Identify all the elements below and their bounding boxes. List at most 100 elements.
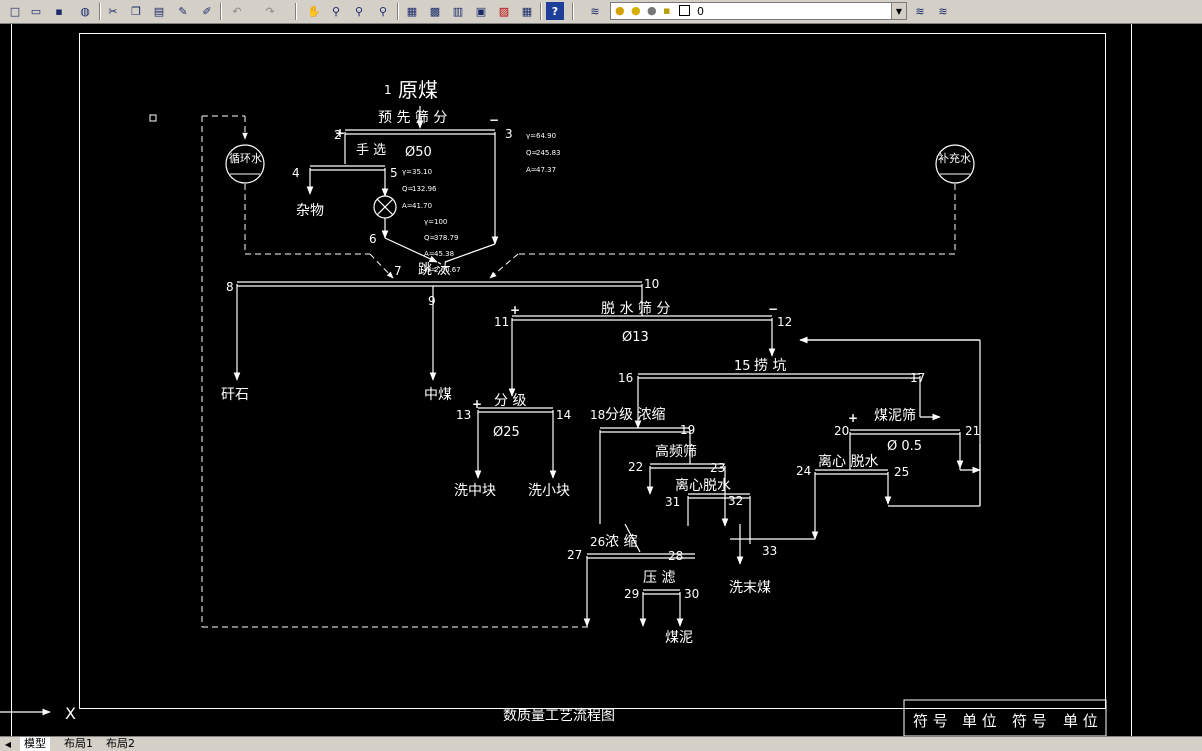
- svg-text:26: 26: [590, 535, 605, 549]
- tab-scroll-icon[interactable]: ◀: [4, 739, 12, 749]
- color-swatch: [679, 5, 690, 16]
- svg-text:11: 11: [494, 315, 509, 329]
- svg-text:离心脱水: 离心脱水: [675, 477, 731, 494]
- svg-text:9: 9: [428, 294, 436, 308]
- svg-text:45.38: 45.38: [434, 250, 454, 258]
- svg-text:12: 12: [777, 315, 792, 329]
- svg-text:−: −: [768, 302, 778, 316]
- tab-model[interactable]: 模型: [20, 737, 50, 751]
- redo-icon[interactable]: ↷: [265, 4, 275, 18]
- svg-text:100: 100: [434, 218, 447, 226]
- layout-tabbar: ◀ 模型 布局1 布局2: [0, 736, 1202, 751]
- svg-text:41.70: 41.70: [412, 202, 432, 210]
- layer-make-current-icon[interactable]: ≋: [915, 4, 925, 18]
- svg-text:8: 8: [226, 280, 234, 294]
- open-icon[interactable]: ▭: [30, 4, 42, 18]
- svg-text:16: 16: [618, 371, 633, 385]
- layer-manager-icon[interactable]: ≋: [590, 4, 600, 18]
- svg-text:22: 22: [628, 460, 643, 474]
- svg-text:3: 3: [505, 127, 513, 141]
- svg-text:洗小块: 洗小块: [528, 483, 570, 499]
- layer-dropdown[interactable]: ● ● ● ▪ 0 ▼: [610, 2, 907, 20]
- svg-text:A=: A=: [424, 250, 435, 258]
- undo-icon[interactable]: ↶: [232, 4, 242, 18]
- svg-text:23: 23: [710, 461, 725, 475]
- svg-text:+: +: [510, 303, 520, 317]
- help-icon[interactable]: ?: [546, 2, 564, 20]
- svg-text:Q=: Q=: [424, 234, 436, 242]
- brush-icon[interactable]: ✐: [202, 4, 212, 18]
- layer-previous-icon[interactable]: ≋: [938, 4, 948, 18]
- svg-text:14: 14: [556, 408, 571, 422]
- properties-icon[interactable]: ▦: [406, 4, 418, 18]
- svg-text:20: 20: [834, 424, 849, 438]
- matchprop-icon[interactable]: ✎: [178, 4, 188, 18]
- svg-text:33: 33: [762, 544, 777, 558]
- svg-text:Ø50: Ø50: [405, 145, 432, 160]
- svg-text:1: 1: [384, 83, 392, 97]
- zoom-previous-icon[interactable]: ⚲: [378, 4, 388, 18]
- svg-text:浓 缩: 浓 缩: [605, 534, 637, 550]
- svg-text:5: 5: [390, 166, 398, 180]
- svg-text:单 位: 单 位: [962, 712, 997, 730]
- svg-text:W=: W=: [424, 266, 437, 274]
- flowsheet-labels: 1 原煤 预 先 筛 分 + − 2 手 选 3 Ø50 4 杂物 5 6 7 …: [221, 78, 980, 646]
- tool-palette-icon[interactable]: ▥: [452, 4, 464, 18]
- paste-icon[interactable]: ▤: [153, 4, 165, 18]
- zoom-realtime-icon[interactable]: ⚲: [331, 4, 341, 18]
- legend-table: 符 号 单 位 符 号 单 位: [903, 699, 1107, 736]
- svg-text:13: 13: [456, 408, 471, 422]
- svg-text:29: 29: [624, 587, 639, 601]
- svg-text:2.60.67: 2.60.67: [434, 266, 461, 274]
- plot-icon: ▪: [663, 4, 671, 17]
- chevron-down-icon[interactable]: ▼: [891, 3, 906, 19]
- svg-text:压 滤: 压 滤: [643, 570, 675, 586]
- publish-icon[interactable]: ◍: [80, 4, 90, 18]
- drawing-frame: [79, 33, 1106, 709]
- svg-text:洗末煤: 洗末煤: [729, 580, 771, 596]
- svg-text:Ø13: Ø13: [622, 330, 649, 345]
- cut-icon[interactable]: ✂: [108, 4, 118, 18]
- svg-text:+: +: [472, 397, 482, 411]
- save-icon[interactable]: ▪: [55, 4, 63, 18]
- svg-text:245.83: 245.83: [536, 149, 561, 157]
- drawing-canvas[interactable]: X 1 原煤 预 先 筛 分 + − 2 手 选 3 Ø50 4 杂物 5 6 …: [0, 24, 1202, 736]
- svg-text:Q=: Q=: [526, 149, 538, 157]
- svg-text:矸石: 矸石: [221, 387, 249, 403]
- new-icon[interactable]: □: [9, 4, 21, 18]
- flowsheet-svg: X 1 原煤 预 先 筛 分 + − 2 手 选 3 Ø50 4 杂物 5 6 …: [0, 78, 1107, 736]
- design-center-icon[interactable]: ▩: [429, 4, 441, 18]
- svg-text:−: −: [489, 113, 499, 127]
- svg-text:19: 19: [680, 423, 695, 437]
- svg-text:γ=: γ=: [402, 168, 412, 176]
- svg-text:47.37: 47.37: [536, 166, 556, 174]
- svg-text:γ=: γ=: [526, 132, 536, 140]
- svg-text:32: 32: [728, 494, 743, 508]
- copy-icon[interactable]: ❐: [131, 4, 141, 18]
- svg-text:符 号: 符 号: [913, 712, 948, 730]
- svg-text:31: 31: [665, 495, 680, 509]
- svg-text:378.79: 378.79: [434, 234, 459, 242]
- svg-text:离心 脱水: 离心 脱水: [818, 453, 878, 470]
- tab-layout1[interactable]: 布局1: [64, 737, 93, 750]
- svg-text:10: 10: [644, 277, 659, 291]
- svg-text:28: 28: [668, 549, 683, 563]
- svg-text:符 号: 符 号: [1012, 712, 1047, 730]
- pan-icon[interactable]: ✋: [307, 4, 321, 18]
- svg-text:分 级: 分 级: [494, 393, 526, 409]
- svg-text:煤泥: 煤泥: [665, 630, 693, 646]
- svg-text:7: 7: [394, 264, 402, 278]
- svg-text:A=: A=: [402, 202, 413, 210]
- zoom-window-icon[interactable]: ⚲: [354, 4, 364, 18]
- tab-layout2[interactable]: 布局2: [106, 737, 135, 750]
- svg-text:补充水: 补充水: [938, 151, 971, 165]
- quickcalc-icon[interactable]: ▦: [521, 4, 533, 18]
- data-annotations: γ=64.90 Q=245.83 A=47.37 γ=35.10 Q=132.9…: [402, 132, 561, 274]
- svg-text:6: 6: [369, 232, 377, 246]
- sheet-set-icon[interactable]: ▣: [475, 4, 487, 18]
- svg-text:捞 坑: 捞 坑: [754, 358, 786, 374]
- svg-text:手 选: 手 选: [356, 143, 386, 158]
- viewport-border-left: [11, 24, 12, 736]
- svg-text:64.90: 64.90: [536, 132, 556, 140]
- markup-icon[interactable]: ▨: [498, 4, 510, 18]
